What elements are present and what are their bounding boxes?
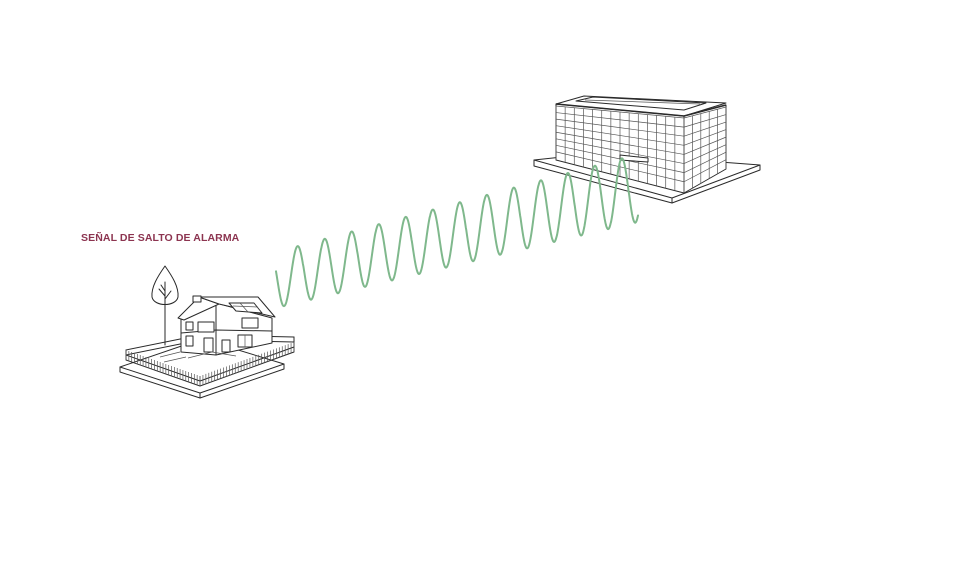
office-building-icon bbox=[533, 95, 761, 204]
signal-caption: SEÑAL DE SALTO DE ALARMA bbox=[81, 232, 240, 244]
tree-icon bbox=[151, 265, 179, 346]
signal-wave bbox=[275, 157, 639, 308]
house-icon bbox=[119, 295, 295, 399]
